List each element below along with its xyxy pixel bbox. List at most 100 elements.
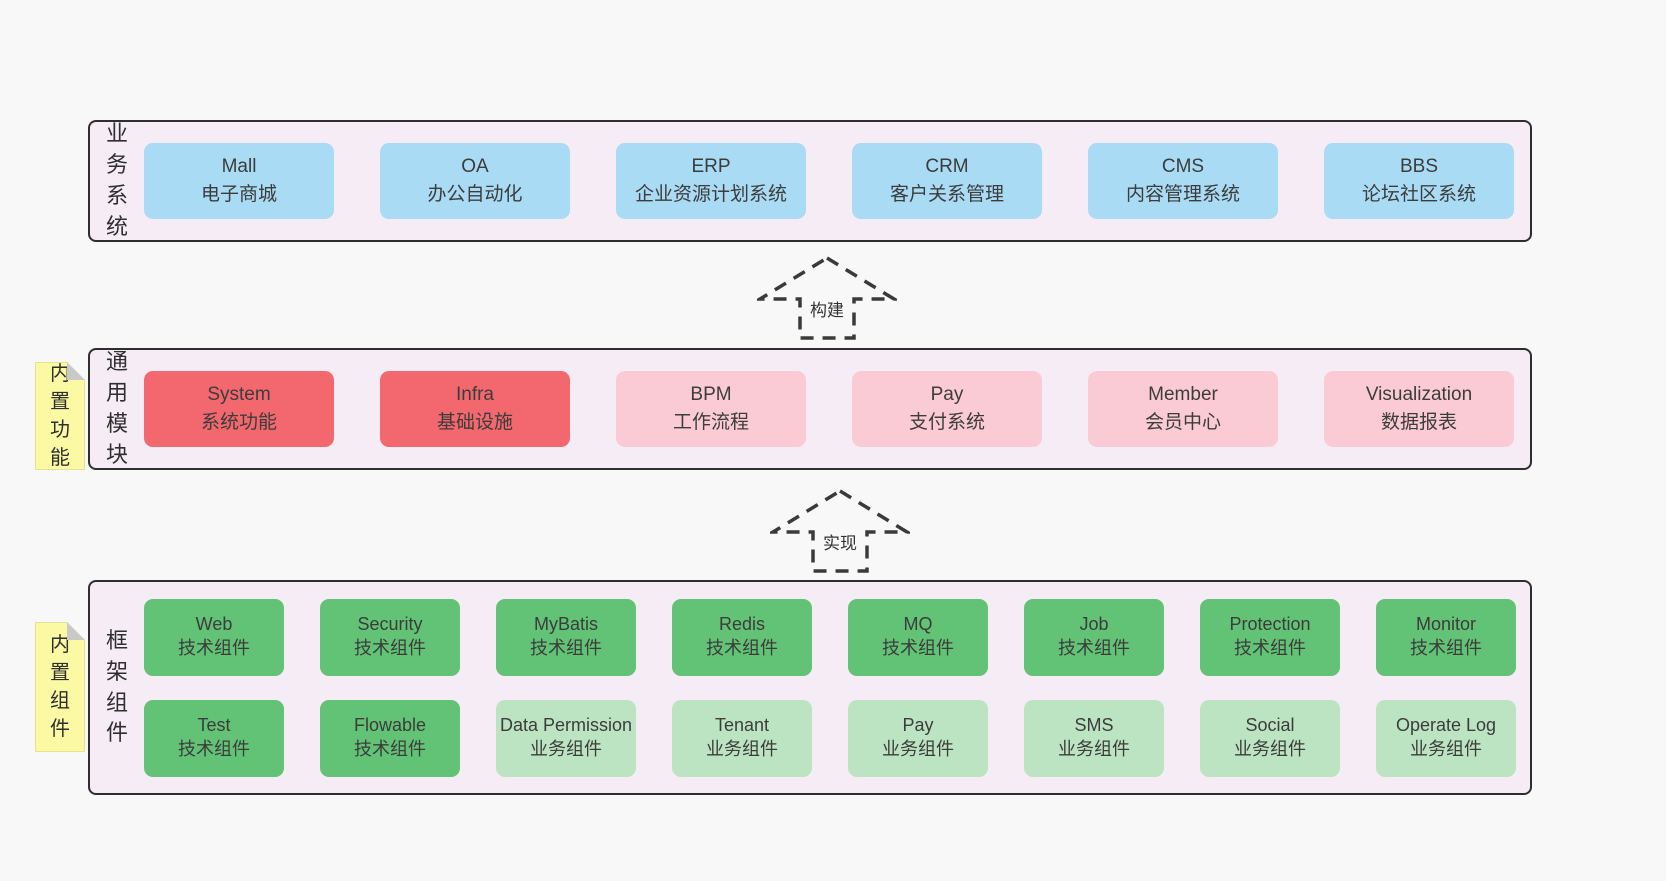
band-framework-components: 框 架 组 件 Web 技术组件 Security 技术组件 MyBatis 技… [88,580,1532,795]
box-subtitle: 技术组件 [1058,638,1130,658]
box-title: ERP [691,156,731,178]
box-title: Web [195,614,233,635]
box-title: Pay [930,384,964,406]
component-box-test: Test 技术组件 [144,699,284,777]
component-box-operate-log: Operate Log 业务组件 [1376,699,1516,777]
arrow-build-label: 构建 [806,295,848,322]
box-title: Monitor [1415,614,1477,635]
box-subtitle: 工作流程 [672,412,749,433]
box-subtitle: 论坛社区系统 [1361,184,1476,205]
box-subtitle: 技术组件 [178,739,250,759]
component-box-sms: SMS 业务组件 [1024,699,1164,777]
box-title: Social [1245,715,1295,736]
component-row-1: Web 技术组件 Security 技术组件 MyBatis 技术组件 Redi… [144,598,1516,676]
box-title: Visualization [1365,384,1473,406]
box-title: Tenant [714,715,770,736]
component-row-2: Test 技术组件 Flowable 技术组件 Data Permission … [144,699,1516,777]
box-subtitle: 技术组件 [882,638,954,658]
band-business-systems: 业 务 系 统 Mall 电子商城 OA 办公自动化 ERP 企业资源计划系统 … [88,120,1532,242]
band-common-modules: 通 用 模 块 System 系统功能 Infra 基础设施 BPM 工作流程 … [88,348,1532,470]
band-label-common-modules: 通 用 模 块 [105,349,128,467]
box-subtitle: 业务组件 [530,739,602,759]
box-title: BPM [690,384,732,406]
box-subtitle: 业务组件 [706,739,778,759]
box-subtitle: 客户关系管理 [889,184,1004,205]
box-subtitle: 业务组件 [1234,739,1306,759]
component-box-monitor: Monitor 技术组件 [1376,598,1516,676]
component-box-mq: MQ 技术组件 [848,598,988,676]
component-box-security: Security 技术组件 [320,598,460,676]
box-subtitle: 内容管理系统 [1125,184,1240,205]
box-subtitle: 数据报表 [1380,412,1457,433]
box-subtitle: 企业资源计划系统 [634,184,787,205]
component-box-tenant: Tenant 业务组件 [672,699,812,777]
module-box-infra: Infra 基础设施 [380,371,570,447]
box-subtitle: 技术组件 [1234,638,1306,658]
module-box-erp: ERP 企业资源计划系统 [616,143,806,219]
band1-content: Mall 电子商城 OA 办公自动化 ERP 企业资源计划系统 CRM 客户关系… [144,143,1530,219]
module-box-pay: Pay 支付系统 [852,371,1042,447]
module-box-cms: CMS 内容管理系统 [1088,143,1278,219]
component-box-redis: Redis 技术组件 [672,598,812,676]
component-box-pay: Pay 业务组件 [848,699,988,777]
box-subtitle: 系统功能 [200,412,277,433]
module-box-bpm: BPM 工作流程 [616,371,806,447]
box-title: Mall [221,156,257,178]
box-title: OA [461,156,489,178]
band-label-business-systems: 业 务 系 统 [105,121,128,239]
box-title: Security [357,614,423,635]
box-subtitle: 技术组件 [706,638,778,658]
component-box-data-permission: Data Permission 业务组件 [496,699,636,777]
box-title: Job [1079,614,1109,635]
box-subtitle: 电子商城 [200,184,277,205]
sticky-fold-icon [67,362,85,380]
component-box-protection: Protection 技术组件 [1200,598,1340,676]
sticky-text: 内 置 组 件 [50,634,70,740]
sticky-fold-icon [67,622,85,640]
arrow-implement-label: 实现 [819,528,861,555]
box-subtitle: 业务组件 [1410,739,1482,759]
band-label-framework-components: 框 架 组 件 [105,627,128,746]
box-subtitle: 技术组件 [354,638,426,658]
box-title: System [207,384,271,406]
box-title: CRM [925,156,969,178]
component-box-flowable: Flowable 技术组件 [320,699,460,777]
band2-content: System 系统功能 Infra 基础设施 BPM 工作流程 Pay 支付系统… [144,371,1530,447]
box-title: Data Permission [499,715,633,736]
box-subtitle: 技术组件 [1410,638,1482,658]
box-title: Flowable [353,715,427,736]
box-title: Protection [1229,614,1311,635]
band3-content: Web 技术组件 Security 技术组件 MyBatis 技术组件 Redi… [144,598,1530,777]
up-arrow-icon [757,255,897,340]
module-box-member: Member 会员中心 [1088,371,1278,447]
box-title: Pay [902,715,934,736]
component-box-job: Job 技术组件 [1024,598,1164,676]
box-subtitle: 业务组件 [882,739,954,759]
module-box-crm: CRM 客户关系管理 [852,143,1042,219]
sticky-note-built-in-features: 内 置 功 能 [35,362,85,470]
box-title: Test [197,715,231,736]
box-subtitle: 会员中心 [1144,412,1221,433]
arrow-implement: 实现 [770,488,910,574]
box-title: Operate Log [1395,715,1497,736]
box-title: MQ [903,614,933,635]
box-subtitle: 支付系统 [908,412,985,433]
module-box-visualization: Visualization 数据报表 [1324,371,1514,447]
box-title: CMS [1161,156,1205,178]
sticky-note-built-in-components: 内 置 组 件 [35,622,85,752]
box-title: BBS [1399,156,1439,178]
up-arrow-icon [770,488,910,573]
module-box-system: System 系统功能 [144,371,334,447]
module-box-bbs: BBS 论坛社区系统 [1324,143,1514,219]
box-subtitle: 基础设施 [436,412,513,433]
box-title: MyBatis [533,614,598,635]
box-subtitle: 技术组件 [178,638,250,658]
box-title: Member [1148,384,1218,406]
box-title: Infra [455,384,495,406]
component-box-web: Web 技术组件 [144,598,284,676]
module-box-oa: OA 办公自动化 [380,143,570,219]
module-box-mall: Mall 电子商城 [144,143,334,219]
box-title: Redis [718,614,766,635]
box-title: SMS [1074,715,1114,736]
sticky-text: 内 置 功 能 [50,363,70,469]
